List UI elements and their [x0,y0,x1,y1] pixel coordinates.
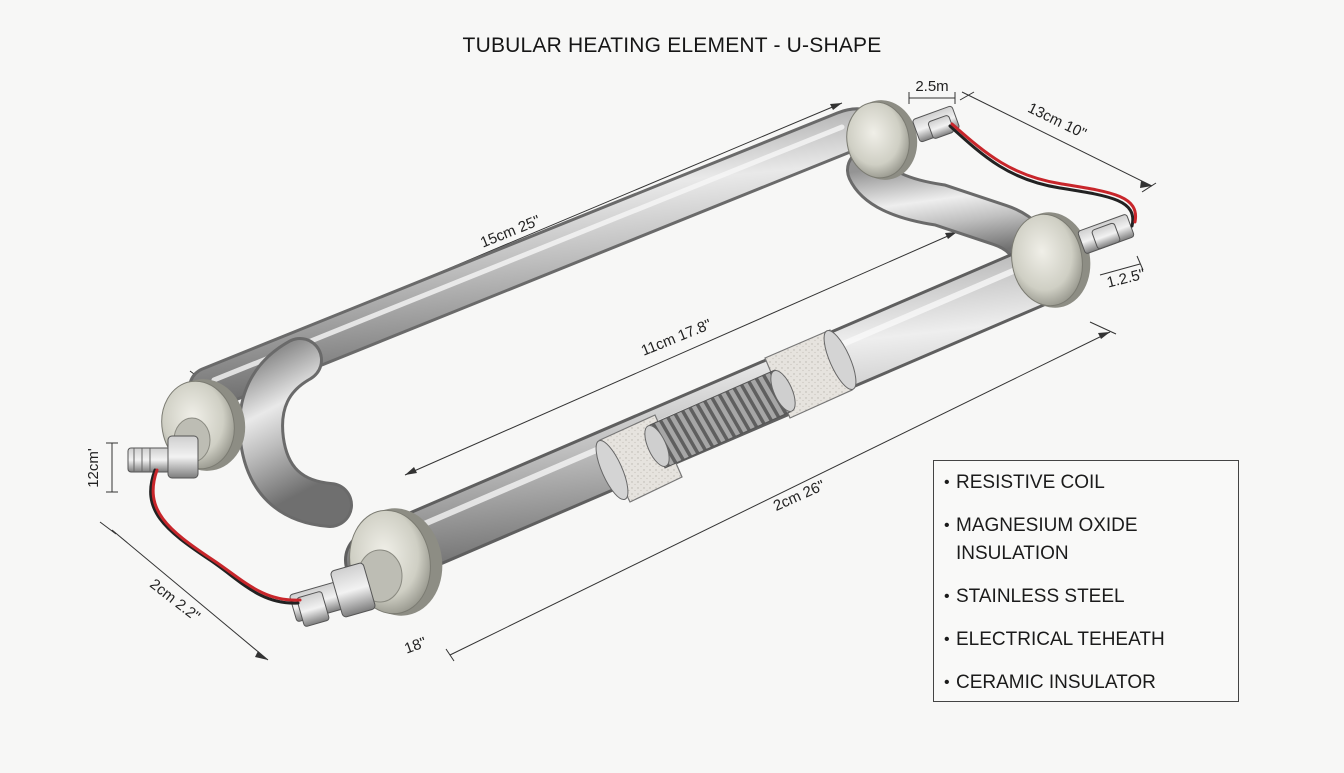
dim-left-span: 2cm 2.2" [146,576,203,626]
diagram-title: TUBULAR HEATING ELEMENT - U-SHAPE [462,34,882,57]
flange-bottom-right [1011,212,1091,308]
terminal-bottom-left [289,562,376,627]
dim-bottom-length: 2cm 26" [771,477,828,515]
legend-label: MAGNESIUM OXIDE INSULATION [956,515,1138,564]
wire-right [948,122,1138,228]
dim-terminal-width: 2.5m [915,78,948,95]
legend-item-magnesium-oxide: • MAGNESIUM OXIDE INSULATION [944,512,1228,568]
dim-bottom-flange: 18" [402,634,429,658]
cutaway-section [595,329,857,503]
bullet-icon: • [944,588,950,605]
legend-label: CERAMIC INSULATOR [956,672,1156,693]
dim-left-height: 12cm' [85,448,102,488]
legend-item-electrical-sheath: • ELECTRICAL TEHEATH [944,626,1228,654]
dim-inner-length: 11cm 17.8" [639,316,714,360]
legend-item-ceramic-insulator: • CERAMIC INSULATOR [944,669,1228,697]
legend-box: • RESISTIVE COIL • MAGNESIUM OXIDE INSUL… [933,460,1239,702]
flange-top-right [846,100,918,180]
u-bend-right [846,148,1057,284]
legend-label: STAINLESS STEEL [956,586,1125,607]
bullet-icon: • [944,631,950,648]
terminal-top-left [127,435,199,479]
dimension-lines [99,91,1157,662]
legend-item-stainless-steel: • STAINLESS STEEL [944,583,1228,611]
u-bend-left [238,337,353,528]
legend-item-resistive-coil: • RESISTIVE COIL [944,469,1228,497]
wire-left [149,468,302,605]
terminal-bottom-right [1077,214,1135,254]
dim-right-span: 13cm 10" [1025,100,1089,143]
terminal-top-right [912,105,960,143]
bullet-icon: • [944,517,950,534]
bullet-icon: • [944,474,950,491]
dim-right-flange: 1.2.5" [1105,266,1147,292]
legend-label: RESISTIVE COIL [956,472,1105,493]
bullet-icon: • [944,674,950,691]
legend-label: ELECTRICAL TEHEATH [956,629,1165,650]
